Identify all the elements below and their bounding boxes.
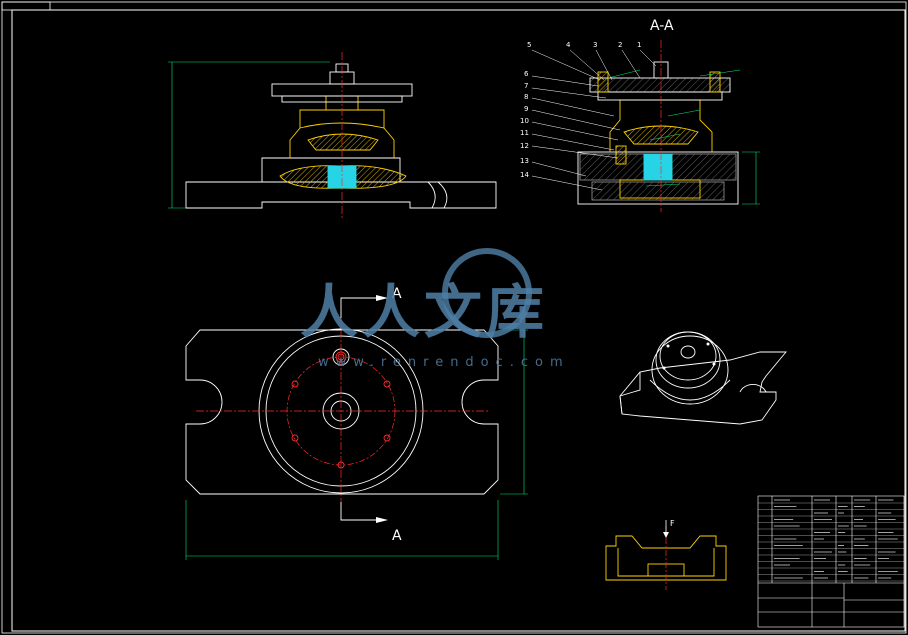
- callout-2: 2: [618, 41, 622, 49]
- watermark: 人人文库 www.renrendoc.com: [300, 248, 570, 370]
- watermark-logo-icon: [442, 248, 532, 338]
- section-cut-line: [340, 297, 376, 521]
- callout-14: 14: [520, 171, 529, 179]
- title-block-rows: [758, 502, 904, 582]
- top-view-dimensions: [185, 329, 528, 560]
- callout-11: 11: [520, 129, 529, 137]
- top-view-centerlines: [196, 316, 488, 506]
- section-arrow-bottom-icon: [376, 517, 388, 523]
- callout-7: 7: [524, 82, 528, 90]
- callout-6: 6: [524, 70, 529, 78]
- front-view: [185, 63, 497, 209]
- callout-3: 3: [593, 41, 597, 49]
- section-title: A-A: [650, 18, 674, 34]
- watermark-brand: 人人文库: [300, 278, 548, 346]
- section-marker-bottom: A: [392, 528, 402, 544]
- front-view-height-dimension: [168, 61, 330, 209]
- section-marker-top: A: [392, 286, 402, 302]
- force-arrow-icon: [663, 532, 669, 538]
- callout-5: 5: [527, 41, 531, 49]
- callout-10: 10: [520, 117, 529, 125]
- part-callouts: [531, 49, 657, 191]
- isometric-view: [619, 331, 787, 425]
- force-label: F: [670, 519, 675, 528]
- section-fit-annotations: [607, 69, 760, 205]
- part-callout-labels: 1 2 3 4 5 6 7 8 9 10 11 12 13 14: [520, 41, 641, 179]
- callout-8: 8: [524, 93, 528, 101]
- title-block-entries: [774, 499, 898, 579]
- callout-1: 1: [637, 41, 641, 49]
- isometric-bolt-dots: [662, 342, 716, 370]
- callout-9: 9: [524, 105, 528, 113]
- section-view: [577, 61, 739, 205]
- callout-13: 13: [520, 157, 529, 165]
- callout-12: 12: [520, 142, 529, 150]
- watermark-url: www.renrendoc.com: [318, 355, 570, 370]
- section-arrow-top-icon: [376, 295, 388, 301]
- callout-4: 4: [566, 41, 571, 49]
